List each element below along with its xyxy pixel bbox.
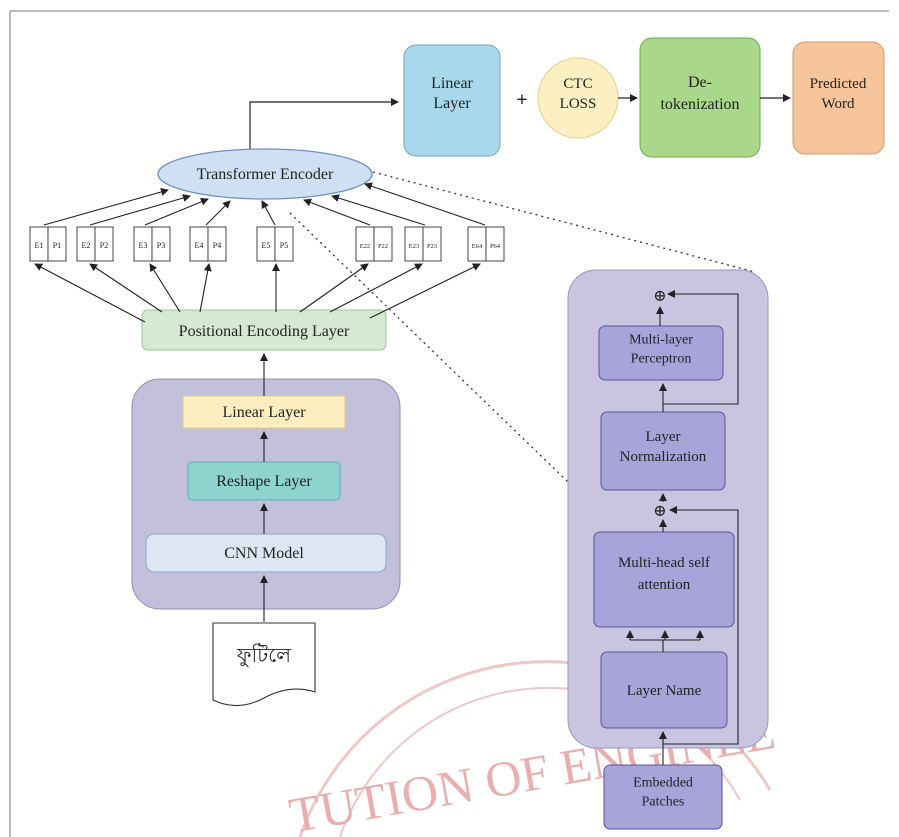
patch-encoder-arrows [43, 182, 486, 226]
patch-pair-e23: E23 P23 [404, 226, 442, 262]
patch-position-label: P2 [100, 241, 108, 250]
positional-encoding-box [141, 309, 387, 351]
reshape-layer-label: Reshape Layer [216, 473, 312, 490]
layer-name-label: Layer Name [627, 683, 702, 699]
arrow-encoder-to-linear [249, 98, 399, 160]
patch-pair-e5: E5 P5 [256, 226, 294, 262]
linear-layer-inner-box [182, 395, 346, 429]
linear-layer-top-box [403, 44, 501, 157]
patch-embedding-label: E4 [195, 241, 204, 250]
plus-sign: + [516, 89, 527, 111]
mlp-box [598, 325, 724, 381]
cnn-model-box [145, 533, 387, 573]
cnn-model-label: CNN Model [224, 545, 304, 562]
patch-embedding-label: E64 [472, 243, 483, 250]
patch-position-label: P3 [157, 241, 165, 250]
input-image-document [212, 622, 316, 707]
patch-position-label: P4 [213, 241, 221, 250]
detokenization-label: De-tokenization [660, 74, 739, 113]
patch-position-box [485, 226, 505, 262]
patch-position-label: P1 [53, 241, 61, 250]
patch-pair-e22: E22 P22 [355, 226, 393, 262]
add-symbol-top: ⊕ [653, 288, 666, 305]
transformer-detail-panel [567, 269, 769, 749]
patch-embedding-label: E3 [139, 241, 148, 250]
patch-position-label: P64 [490, 243, 501, 250]
patch-position-box [207, 226, 227, 262]
layer-name-box [600, 651, 728, 729]
transformer-detail-arrows [626, 290, 739, 765]
patch-pair-e1: E1 P1 [29, 226, 67, 262]
zoom-line-bottom [289, 212, 569, 483]
patch-pair-e2: E2 P2 [76, 226, 114, 262]
patch-position-box [47, 226, 67, 262]
patch-position-box [373, 226, 393, 262]
add-symbol-middle: ⊕ [653, 503, 666, 520]
patch-embedding-label: E2 [82, 241, 91, 250]
patch-embedding-label: E1 [35, 241, 44, 250]
patch-pair-e64: E64 P64 [467, 226, 505, 262]
patch-position-label: P5 [280, 241, 288, 250]
patch-position-box [151, 226, 171, 262]
positional-patch-arrows [34, 263, 481, 323]
patch-position-box [422, 226, 442, 262]
linear-layer-inner-label: Linear Layer [222, 404, 306, 421]
patch-pair-e4: E4 P4 [189, 226, 227, 262]
patch-position-label: P23 [427, 243, 437, 250]
patch-embedding-label: E23 [409, 243, 419, 250]
patch-embedding-label: E22 [360, 243, 370, 250]
patch-position-box [94, 226, 114, 262]
patch-position-label: P22 [378, 243, 388, 250]
patch-embedding-label: E5 [262, 241, 271, 250]
patch-position-box [274, 226, 294, 262]
input-word-text: ফুটিলে [236, 643, 292, 667]
positional-encoding-label: Positional Encoding Layer [179, 323, 350, 340]
transformer-encoder-label: Transformer Encoder [197, 166, 334, 183]
patch-embeddings: E1 P1 E2 P2 E3 P3 E4 P4 E5 P5 E22 P22 E23 P23 E64 P64 [29, 226, 505, 262]
patch-pair-e3: E3 P3 [133, 226, 171, 262]
transformer-encoder-ellipse [157, 148, 373, 200]
predicted-word-box [792, 41, 885, 155]
mhsa-box [593, 531, 735, 628]
